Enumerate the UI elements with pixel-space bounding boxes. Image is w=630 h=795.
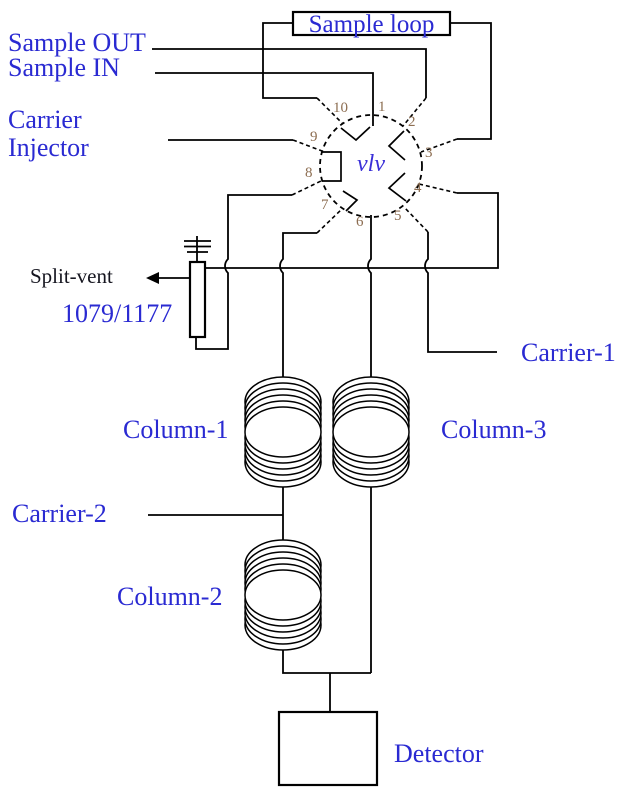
- port-number-7: 7: [321, 197, 329, 213]
- wire-sample-out-port2: [152, 48, 427, 98]
- port-number-9: 9: [310, 129, 318, 145]
- label-sample-in: Sample IN: [8, 53, 120, 82]
- wire-sample-in-port1: [155, 72, 374, 126]
- port-number-1: 1: [378, 99, 386, 115]
- label-carrier-2: Carrier-2: [12, 499, 107, 528]
- label-column-2: Column-2: [117, 582, 223, 611]
- port-number-4: 4: [414, 180, 422, 196]
- septum-icon: [184, 236, 211, 262]
- valve-port-stubs: [291, 97, 458, 234]
- label-carrier-1: Carrier-1: [521, 338, 616, 367]
- wire-port8-injector-bottom: [195, 194, 292, 350]
- port-number-3: 3: [425, 145, 433, 161]
- port-number-2: 2: [408, 114, 416, 130]
- port-number-6: 6: [356, 214, 364, 230]
- wire-column2-junction: [282, 650, 371, 674]
- label-carrier: Carrier: [8, 105, 82, 134]
- port-number-5: 5: [394, 208, 402, 224]
- wire-loop-to-port3: [450, 22, 492, 140]
- port-number-10: 10: [333, 100, 348, 116]
- wire-port5-carrier1: [424, 232, 497, 353]
- injector-body: [188, 260, 207, 339]
- port-number-8: 8: [305, 165, 313, 181]
- split-vent-arrow: [146, 272, 190, 284]
- wire-port4-injector-split: [205, 192, 499, 269]
- label-sample-out: Sample OUT: [8, 28, 146, 57]
- wire-loop-to-port10: [262, 22, 317, 99]
- label-sample-loop: Sample loop: [308, 11, 435, 38]
- valve-rotor-channels: [322, 126, 407, 212]
- valve-circle: [319, 114, 423, 218]
- label-detector: Detector: [394, 739, 484, 768]
- label-column-1: Column-1: [123, 415, 229, 444]
- label-injector: Injector: [8, 133, 89, 162]
- column-3-coil: [332, 376, 410, 488]
- wire-port6-column3: [367, 215, 372, 377]
- label-split-vent: Split-vent: [30, 264, 113, 288]
- wire-port7-column1: [279, 232, 317, 377]
- column-1-coil: [244, 376, 322, 488]
- label-injector-model: 1079/1177: [62, 299, 173, 328]
- detector-box: [277, 710, 379, 787]
- label-valve-vlv: vlv: [357, 151, 385, 177]
- column-2-coil: [244, 539, 322, 651]
- label-column-3: Column-3: [441, 415, 547, 444]
